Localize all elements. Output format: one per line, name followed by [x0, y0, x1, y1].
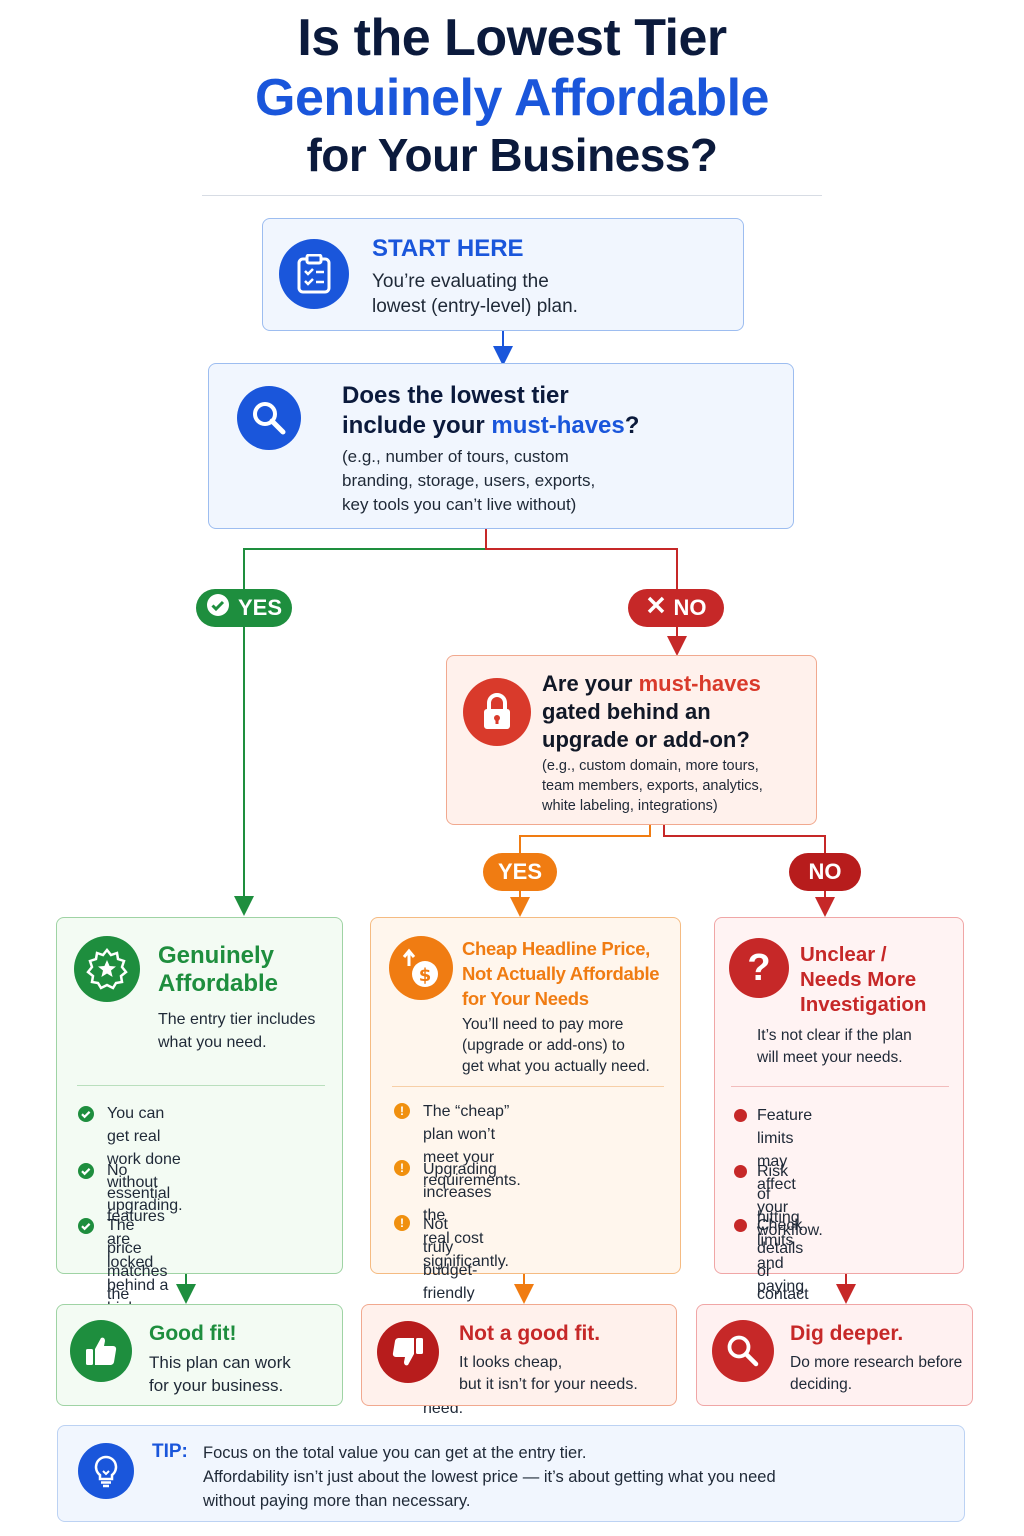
question-1-suffix: ?	[624, 412, 640, 439]
title-divider	[202, 195, 822, 196]
outcome-unclear-summary: It’s not clear if the plan will meet you…	[757, 1027, 912, 1066]
check-icon	[78, 1218, 94, 1234]
outcome-affordable-title: Genuinely Affordable	[158, 942, 278, 997]
yes-label-2: YES	[497, 859, 543, 884]
result-dig-deeper-title: Dig deeper.	[790, 1322, 904, 1345]
thumbs-up-icon	[70, 1320, 132, 1382]
clipboard-checklist-icon	[279, 239, 349, 309]
no-pill-1: NO	[628, 589, 724, 627]
magnifier-icon	[237, 386, 301, 450]
warning-icon: !	[394, 1103, 410, 1119]
result-good-fit-title: Good fit!	[149, 1322, 237, 1345]
outcome-not-affordable-title: Cheap Headline Price, Not Actually Affor…	[462, 938, 660, 1009]
x-icon	[646, 595, 666, 621]
connector-q2-no	[663, 825, 835, 917]
yes-pill-1: YES	[196, 589, 292, 627]
question-1-box: Does the lowest tier include your must-h…	[208, 363, 794, 529]
result-not-good-fit-box: Not a good fit. It looks cheap, but it i…	[361, 1304, 677, 1406]
check-circle-icon	[206, 593, 230, 623]
warning-icon: !	[394, 1160, 410, 1176]
outcome-affordable-summary: The entry tier includes what you need.	[158, 1011, 316, 1051]
bullet-dot-icon	[734, 1165, 747, 1178]
outcome-unclear-divider	[731, 1086, 949, 1087]
outcome-unclear-card: ? Unclear / Needs More Investigation It’…	[714, 917, 964, 1349]
affordable-point-1: You can get real work done without upgra…	[107, 1105, 183, 1214]
result-good-fit-box: Good fit! This plan can work for your bu…	[56, 1304, 343, 1406]
outcome-affordable-divider	[77, 1085, 325, 1086]
bullet-dot-icon	[734, 1109, 747, 1122]
question-2-box: Are your must-haves gated behind an upgr…	[446, 655, 817, 825]
outcome-not-affordable-divider	[392, 1086, 664, 1087]
question-2-suffix: gated behind an upgrade or add-on?	[542, 699, 750, 752]
question-2-highlight: must-haves	[638, 671, 761, 696]
not-affordable-point-1: The “cheap” plan won’t meet your require…	[423, 1103, 521, 1189]
outcome-not-affordable-card: $ Cheap Headline Price, Not Actually Aff…	[370, 917, 681, 1417]
lightbulb-icon	[78, 1443, 134, 1499]
start-body: You’re evaluating the lowest (entry-leve…	[372, 271, 578, 317]
question-mark-icon: ?	[729, 938, 789, 998]
question-1-examples: (e.g., number of tours, custom branding,…	[342, 447, 596, 514]
start-box: START HERE You’re evaluating the lowest …	[262, 218, 744, 331]
thumbs-down-icon	[377, 1321, 439, 1383]
question-1-highlight: must-haves	[491, 412, 625, 439]
outcome-unclear-title: Unclear / Needs More Investigation	[800, 943, 927, 1016]
result-dig-deeper-box: Dig deeper. Do more research before deci…	[696, 1304, 973, 1406]
title-line-3: for Your Business?	[306, 129, 718, 181]
padlock-icon	[463, 678, 531, 746]
title-line-1: Is the Lowest Tier	[297, 9, 727, 67]
badge-star-icon	[74, 936, 140, 1002]
magnifier-icon	[712, 1320, 774, 1382]
dollar-arrow-up-icon: $	[389, 936, 453, 1000]
connector-q2-yes	[510, 825, 651, 917]
check-icon	[78, 1106, 94, 1122]
result-not-good-fit-body: It looks cheap, but it isn’t for your ne…	[459, 1354, 638, 1393]
bullet-dot-icon	[734, 1219, 747, 1232]
outcome-not-affordable-summary: You’ll need to pay more (upgrade or add-…	[462, 1016, 650, 1075]
yes-pill-2: YES	[483, 853, 557, 891]
unclear-point-1: Feature limits may affect your workflow.	[757, 1107, 823, 1239]
no-pill-2: NO	[789, 853, 861, 891]
no-label-2: NO	[808, 859, 842, 884]
check-icon	[78, 1163, 94, 1179]
svg-text:$: $	[419, 965, 432, 986]
warning-icon: !	[394, 1215, 410, 1231]
result-good-fit-body: This plan can work for your business.	[149, 1353, 291, 1395]
not-affordable-point-2: Upgrading increases the real cost signif…	[423, 1161, 509, 1270]
no-label-1: NO	[673, 595, 707, 620]
tip-label: TIP:	[152, 1441, 188, 1462]
tip-text: Focus on the total value you can get at …	[203, 1444, 776, 1510]
outcome-affordable-card: Genuinely Affordable The entry tier incl…	[56, 917, 343, 1372]
question-2-examples: (e.g., custom domain, more tours, team m…	[542, 758, 763, 814]
result-dig-deeper-body: Do more research before deciding.	[790, 1354, 963, 1393]
question-2-prefix: Are your	[542, 671, 639, 696]
tip-box: TIP: Focus on the total value you can ge…	[57, 1425, 965, 1522]
title-line-2: Genuinely Affordable	[255, 69, 769, 127]
result-not-good-fit-title: Not a good fit.	[459, 1322, 601, 1345]
yes-label-1: YES	[237, 595, 283, 620]
connector-q1-no	[485, 529, 687, 656]
question-1-prefix: Does the lowest tier include your	[342, 382, 569, 439]
question-2-text: Are your must-haves gated behind an upgr…	[542, 670, 761, 754]
question-1-text: Does the lowest tier include your must-h…	[342, 381, 639, 441]
start-heading: START HERE	[372, 235, 524, 262]
